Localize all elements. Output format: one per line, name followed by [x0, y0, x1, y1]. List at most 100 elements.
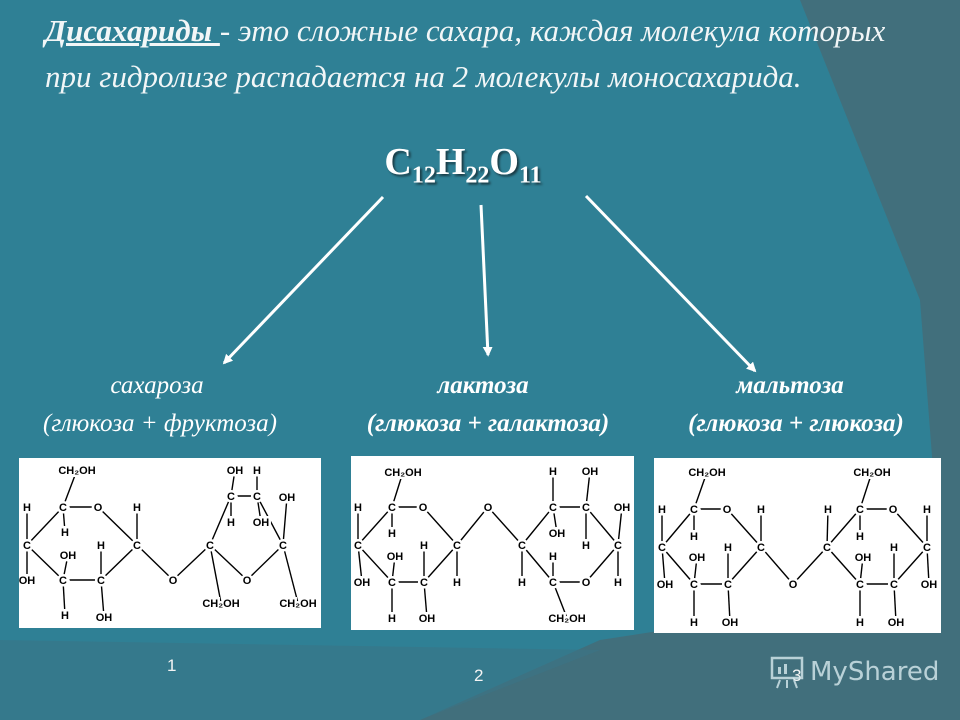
bond [661, 546, 666, 585]
atom-label: C [279, 540, 287, 552]
bond [727, 583, 731, 623]
atom-label: OH [227, 465, 244, 477]
atom-label: OH [419, 613, 436, 625]
atom-label: O [723, 504, 732, 516]
bond [422, 506, 458, 546]
atom-label: H [453, 577, 461, 589]
atom-label: O [484, 502, 493, 514]
atom-label: C [206, 540, 214, 552]
atom-label: C [757, 542, 765, 554]
atom-label: C [614, 540, 622, 552]
atom-label: OH [614, 502, 631, 514]
definition: - это сложные сахара, каждая молекула ко… [45, 13, 886, 94]
atom-label: CH₂OH [384, 467, 421, 479]
atom-label: O [243, 575, 252, 587]
bond [859, 471, 873, 510]
atom-label: C [582, 502, 590, 514]
bond [100, 544, 138, 581]
atom-label: H [23, 502, 31, 514]
bond [826, 546, 861, 585]
atom-label: H [420, 540, 428, 552]
bond [209, 495, 232, 546]
bond [62, 579, 66, 616]
atom-label: OH [921, 579, 938, 591]
bond [282, 496, 288, 546]
atom-label: H [690, 617, 698, 629]
atom-label: OH [689, 552, 706, 564]
atom-label: CH₂OH [58, 465, 95, 477]
formula-o-count: 11 [518, 162, 542, 189]
atom-label: OH [60, 550, 77, 562]
watermark-text: MyShared [810, 657, 940, 687]
slide-number-3: 3 [792, 666, 802, 685]
atom-label: C [923, 542, 931, 554]
slide-number-1: 1 [167, 656, 177, 675]
bond [521, 544, 554, 583]
atom-label: CH₂OH [202, 598, 239, 610]
bond [246, 544, 284, 581]
atom-label: C [420, 577, 428, 589]
atom-label: C [518, 540, 526, 552]
atom-label: CH₂OH [548, 613, 585, 625]
bond [893, 583, 897, 623]
bond [26, 506, 64, 546]
atom-label: OH [19, 575, 35, 587]
atom-label: OH [253, 517, 270, 529]
atom-label: OH [96, 612, 113, 624]
arrow-sucrose [224, 195, 385, 363]
formula-c: C [384, 141, 412, 183]
atom-label: O [419, 502, 428, 514]
atom-label: H [549, 466, 557, 478]
atom-label: OH [279, 492, 296, 504]
atom-label: H [690, 531, 698, 543]
atom-label: H [923, 504, 931, 516]
arrow-maltose [584, 194, 755, 371]
bond [552, 506, 558, 534]
atom-label: OH [582, 466, 599, 478]
atom-label: C [97, 575, 105, 587]
atom-label: OH [888, 617, 905, 629]
bond [926, 546, 930, 585]
atom-label: C [724, 579, 732, 591]
atom-label: CH₂OH [688, 467, 725, 479]
atom-label: C [388, 577, 396, 589]
atom-label: H [856, 617, 864, 629]
bond [661, 508, 695, 548]
atom-label: O [94, 502, 103, 514]
atom-label: O [169, 575, 178, 587]
bond [585, 544, 619, 583]
atom-label: CH₂OH [853, 467, 890, 479]
atom-label: C [823, 542, 831, 554]
bond [617, 506, 623, 546]
sucrose-composition: (глюкоза + фруктоза) [43, 410, 277, 437]
lactose-composition: (глюкоза + галактоза) [366, 410, 610, 437]
atom-label: C [890, 579, 898, 591]
bond [209, 544, 248, 581]
maltose-composition: (глюкоза + глюкоза) [688, 410, 904, 437]
bond [256, 495, 284, 546]
atom-label: C [658, 542, 666, 554]
atom-label: H [227, 517, 235, 529]
atom-label: H [614, 577, 622, 589]
formula-o: O [489, 141, 519, 183]
term: Дисахариды [45, 13, 220, 48]
bond [423, 581, 428, 619]
atom-label: C [549, 577, 557, 589]
atom-label: C [354, 540, 362, 552]
atom-label: O [582, 577, 591, 589]
atom-label: C [227, 491, 235, 503]
atom-label: H [890, 542, 898, 554]
atom-label: H [724, 542, 732, 554]
atom-label: C [133, 540, 141, 552]
bond [230, 469, 236, 497]
bond [693, 471, 708, 510]
atom-label: OH [657, 579, 674, 591]
atom-label: H [97, 540, 105, 552]
atom-label: C [453, 540, 461, 552]
atom-label: H [549, 551, 557, 563]
atom-label: H [658, 504, 666, 516]
definition-text: Дисахариды - это сложные сахара, каждая … [45, 8, 935, 100]
